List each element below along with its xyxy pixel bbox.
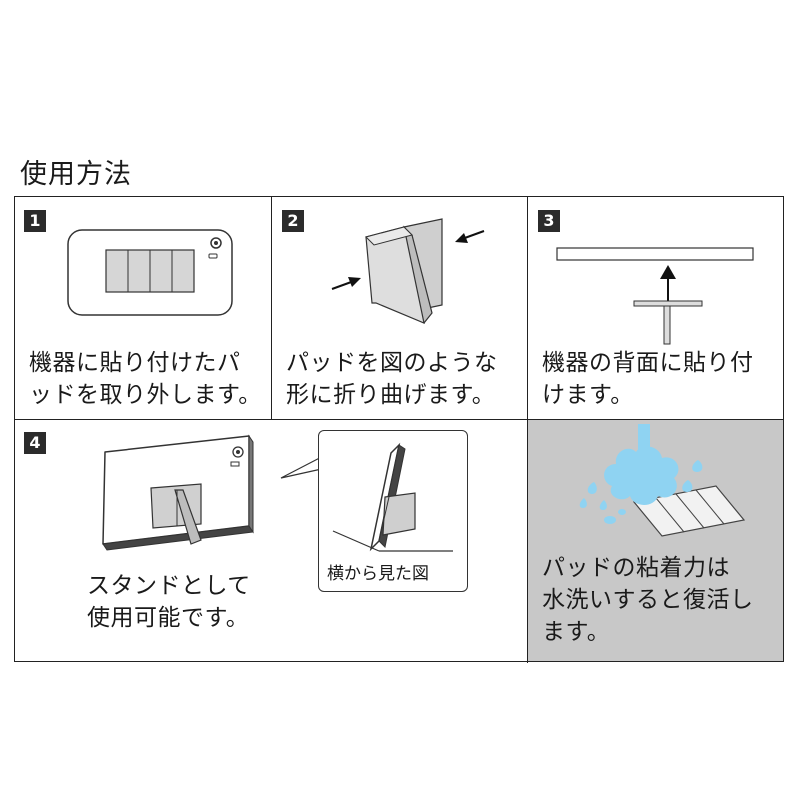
water-wash-icon — [579, 424, 746, 537]
column-divider — [527, 420, 528, 663]
note-cell: パッドの粘着力は 水洗いすると復活し ます。 — [528, 420, 783, 661]
note-text: パッドの粘着力は 水洗いすると復活し ます。 — [542, 555, 754, 645]
page-title: 使用方法 — [20, 159, 132, 190]
step-1-text: 機器に貼り付けたパ ッドを取り外します。 — [29, 350, 262, 408]
side-view-inset: 横から見た図 — [318, 430, 468, 592]
phone-with-pad-icon — [67, 229, 233, 316]
step-4-text: スタンドとして 使用可能です。 — [87, 573, 251, 631]
phone-stand-icon — [102, 434, 254, 551]
pad-attach-icon — [556, 247, 754, 345]
step-4-cell: 4 横から見た図 スタンドとして — [15, 420, 527, 663]
side-view-icon — [332, 442, 453, 552]
instruction-grid: 1 機器に貼り付けたパ ッドを取り外します。 2 — [14, 196, 784, 663]
row-divider — [15, 419, 783, 420]
step-2-badge: 2 — [282, 210, 304, 232]
step-3-badge: 3 — [538, 210, 560, 232]
step-4-badge: 4 — [24, 432, 46, 454]
column-divider — [527, 197, 528, 419]
step-2-text: パッドを図のような 形に折り曲げます。 — [286, 350, 498, 408]
step-3-cell: 3 機器の背面に貼り付 けます。 — [528, 197, 783, 419]
step-1-cell: 1 機器に貼り付けたパ ッドを取り外します。 — [15, 197, 271, 419]
column-divider — [271, 197, 272, 419]
step-3-text: 機器の背面に貼り付 けます。 — [542, 350, 754, 408]
side-view-label: 横から見た図 — [327, 564, 429, 584]
folding-pad-icon — [331, 218, 485, 324]
step-1-badge: 1 — [24, 210, 46, 232]
step-2-cell: 2 パッドを図のような 形に折り曲げます。 — [272, 197, 527, 419]
